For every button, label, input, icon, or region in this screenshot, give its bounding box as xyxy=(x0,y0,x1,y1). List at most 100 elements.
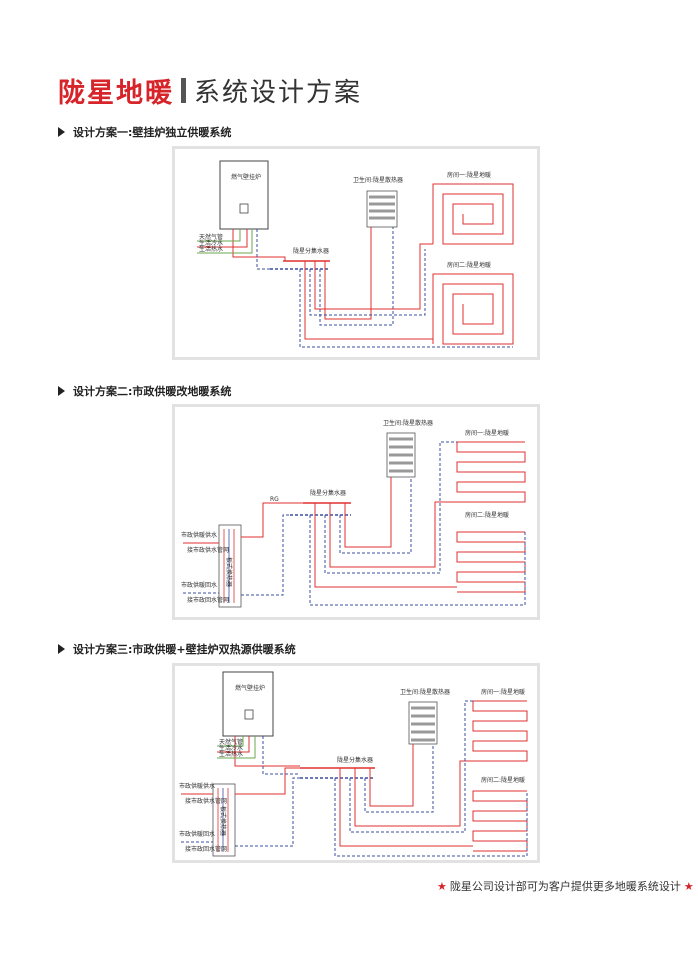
boiler-box xyxy=(219,160,269,230)
pipe-supply xyxy=(232,229,286,261)
radiator-supply xyxy=(369,744,414,807)
room2-return xyxy=(309,515,526,606)
bathroom-label: 卫生间:陇星散热器 xyxy=(353,176,403,184)
pipe-hot xyxy=(197,229,248,248)
diagram-2-svg: 卫生间:陇星散热器 房间一:陇星地暖 房间二:陇星地暖 陇星分集水器 RG 板式… xyxy=(181,419,526,608)
room2-supply xyxy=(339,768,473,847)
room2-return xyxy=(334,778,528,857)
return-label: 市政供暖回水 xyxy=(181,581,217,589)
pipe-supply xyxy=(234,736,300,767)
boiler-panel xyxy=(244,709,254,720)
supply2-label: 接市政供水管网 xyxy=(185,797,227,805)
radiator-supply xyxy=(324,227,372,320)
return2-label: 接市政回水管网 xyxy=(187,596,229,604)
room1-label: 房间一:陇星地暖 xyxy=(465,429,509,437)
page-subtitle: 系统设计方案 xyxy=(194,77,363,108)
exchanger-return xyxy=(235,777,300,847)
diagram-1: 燃气壁挂炉 天然气管 生活冷水 生活热水 陇星分集水器 卫生间:陇星散热器 房间… xyxy=(172,146,540,360)
room1-label: 房间一:陇星地暖 xyxy=(481,688,525,696)
diagram-1-svg: 燃气壁挂炉 天然气管 生活冷水 生活热水 陇星分集水器 卫生间:陇星散热器 房间… xyxy=(197,160,514,348)
cold-label: 生活冷水 xyxy=(199,239,223,247)
room2-coil xyxy=(456,531,526,593)
pipe-gas xyxy=(217,736,244,747)
room1-label: 房间一:陇星地暖 xyxy=(447,171,491,179)
rg-label: RG xyxy=(270,496,279,503)
radiator xyxy=(386,432,416,478)
room2-label: 房间二:陇星地暖 xyxy=(465,511,509,519)
gas-label: 天然气管 xyxy=(219,738,243,746)
bathroom-label: 卫生间:陇星散热器 xyxy=(383,419,433,427)
title-divider xyxy=(181,77,186,103)
return-label: 市政供暖回水 xyxy=(179,830,215,838)
manifold-label: 陇星分集水器 xyxy=(293,247,329,255)
room2-supply xyxy=(304,261,433,340)
heat-exchanger: 板式换热器 xyxy=(218,524,242,608)
room1-coil xyxy=(456,441,526,503)
diagram-3: 燃气壁挂炉 天然气管 生活冷水 生活热水 陇星分集水器 卫生间:陇星散热器 房间… xyxy=(172,663,540,863)
room1-coil xyxy=(432,183,514,245)
radiator xyxy=(366,190,398,228)
section-3-title: 设计方案三:市政供暖+壁挂炉双热源供暖系统 xyxy=(58,641,296,657)
cold-label: 生活冷水 xyxy=(219,744,243,752)
footer-text: 陇星公司设计部可为客户提供更多地暖系统设计 xyxy=(449,880,681,893)
page-header: 陇星地暖 系统设计方案 xyxy=(58,70,362,110)
supply-label: 市政供暖供水 xyxy=(181,531,217,539)
room2-coil xyxy=(472,790,528,852)
section-3-title-text: 设计方案三:市政供暖+壁挂炉双热源供暖系统 xyxy=(73,643,296,656)
room1-return xyxy=(309,249,426,316)
exchanger-label: 板式换热器 xyxy=(225,557,233,587)
footer-note: ★ 陇星公司设计部可为客户提供更多地暖系统设计 ★ xyxy=(434,878,697,894)
pipe-cold xyxy=(197,229,253,254)
supply2-label: 接市政供水管网 xyxy=(187,546,229,554)
room2-label: 房间二:陇星地暖 xyxy=(481,776,525,784)
exchanger-supply xyxy=(235,767,300,795)
pipe-return xyxy=(262,736,300,775)
hot-label: 生活热水 xyxy=(219,750,243,758)
pipe-gas xyxy=(197,229,241,242)
room1-supply xyxy=(329,501,457,568)
section-1-title: 设计方案一:壁挂炉独立供暖系统 xyxy=(58,124,231,140)
exchanger-supply xyxy=(241,502,303,538)
radiator-return xyxy=(319,227,394,326)
arrow-icon xyxy=(58,127,65,137)
bathroom-label: 卫生间:陇星散热器 xyxy=(400,688,450,696)
arrow-icon xyxy=(58,644,65,654)
gas-label: 天然气管 xyxy=(199,233,223,241)
pipe-return xyxy=(256,229,270,270)
radiator-return xyxy=(364,744,434,813)
pipe-hot xyxy=(217,736,250,753)
room1-supply xyxy=(314,243,433,310)
hot-label: 生活热水 xyxy=(199,245,223,253)
section-1-title-text: 设计方案一:壁挂炉独立供暖系统 xyxy=(73,126,232,139)
room1-coil xyxy=(472,700,528,762)
supply-label: 市政供暖供水 xyxy=(179,782,215,790)
room2-supply xyxy=(314,503,457,588)
room2-label: 房间二:陇星地暖 xyxy=(447,261,491,269)
pipe-cold xyxy=(217,736,256,759)
heat-exchanger: 板式换热器 xyxy=(212,783,236,857)
radiator xyxy=(408,701,438,745)
room1-supply xyxy=(354,760,473,827)
diagram-3-svg: 燃气壁挂炉 天然气管 生活冷水 生活热水 陇星分集水器 卫生间:陇星散热器 房间… xyxy=(179,671,528,857)
room1-return xyxy=(349,700,473,833)
section-2-title-text: 设计方案二:市政供暖改地暖系统 xyxy=(73,385,232,398)
arrow-icon xyxy=(58,386,65,396)
boiler-box xyxy=(222,671,274,737)
exchanger-label: 板式换热器 xyxy=(219,806,227,836)
star-icon: ★ xyxy=(683,879,694,893)
boiler-panel xyxy=(239,203,249,214)
exchanger-return xyxy=(241,514,290,596)
manifold-label: 陇星分集水器 xyxy=(310,489,346,497)
diagram-2: 卫生间:陇星散热器 房间一:陇星地暖 房间二:陇星地暖 陇星分集水器 RG 板式… xyxy=(172,404,540,620)
room1-return xyxy=(324,441,457,574)
boiler-label: 燃气壁挂炉 xyxy=(235,684,265,692)
star-icon: ★ xyxy=(437,879,447,893)
radiator-return xyxy=(339,477,412,554)
boiler-label: 燃气壁挂炉 xyxy=(231,173,261,181)
brand-title: 陇星地暖 xyxy=(58,77,174,109)
section-2-title: 设计方案二:市政供暖改地暖系统 xyxy=(58,383,231,399)
room2-coil xyxy=(432,273,514,345)
return2-label: 接市政回水管网 xyxy=(185,845,227,853)
room2-return xyxy=(299,269,513,348)
radiator-supply xyxy=(344,477,392,548)
